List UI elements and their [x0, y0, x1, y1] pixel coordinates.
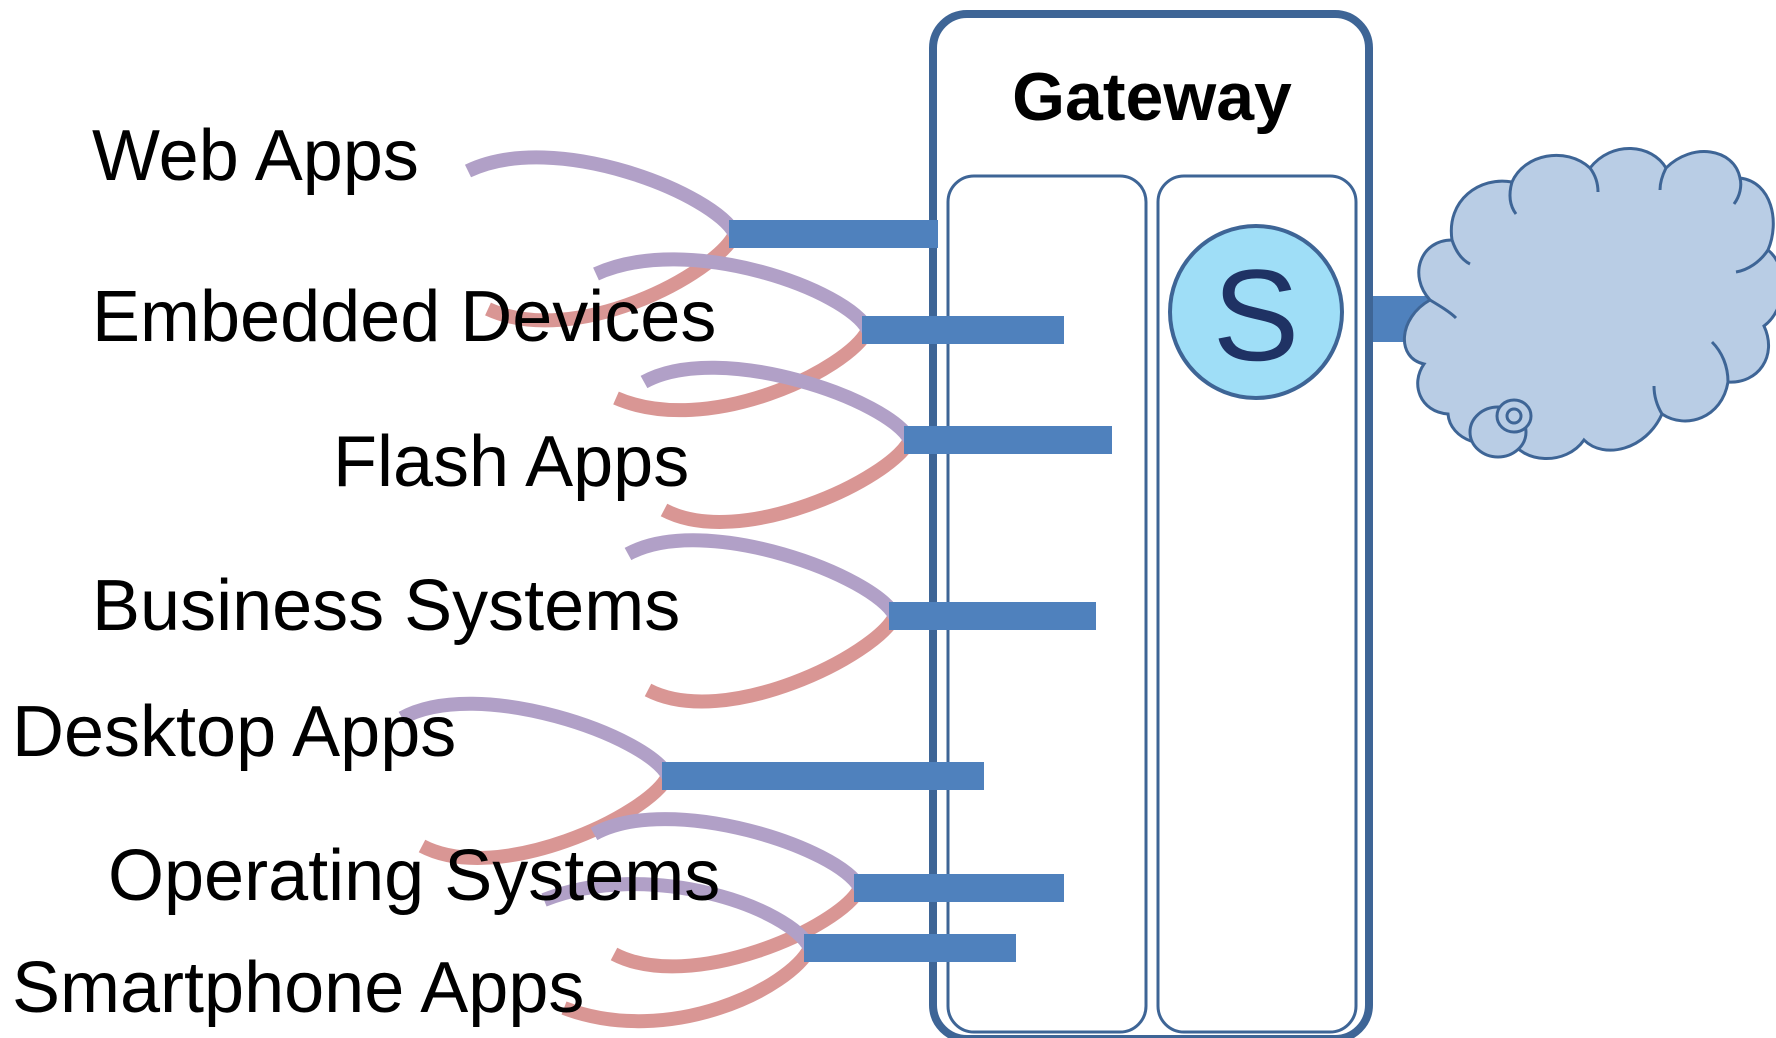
connection-arc-upper [464, 150, 742, 238]
connection-arc-lower [561, 944, 817, 1029]
cloud-icon [1372, 147, 1776, 460]
gateway-box: Gateway S [929, 10, 1373, 1038]
connection-business-systems [624, 533, 1096, 709]
connection-arc-lower [660, 436, 917, 529]
connection-web-apps [464, 150, 938, 328]
connection-bar [729, 220, 938, 248]
client-label-web-apps: Web Apps [92, 116, 419, 196]
connection-arc-lower [610, 884, 867, 974]
client-connections [398, 150, 1112, 1029]
connection-bar [804, 934, 1016, 962]
connection-smartphone-apps [541, 877, 1016, 1029]
client-label-operating-systems: Operating Systems [108, 836, 720, 916]
client-label-embedded-devices: Embedded Devices [92, 277, 716, 357]
gateway-title: Gateway [1012, 59, 1292, 135]
connection-bar [889, 602, 1096, 630]
connection-arc-lower [485, 230, 742, 328]
connection-arc-upper [590, 812, 867, 892]
cloud-shape [1402, 147, 1776, 460]
connection-arc-lower [613, 326, 875, 418]
cloud-thought-bubbles [1468, 398, 1533, 459]
server-circle [1168, 224, 1344, 400]
connection-bar [904, 426, 1112, 454]
gateway-right-column [1156, 174, 1358, 1034]
connection-arc-upper [624, 533, 902, 620]
client-label-flash-apps: Flash Apps [333, 422, 689, 502]
connection-desktop-apps [398, 696, 984, 865]
server-icon: S [1168, 224, 1344, 400]
connection-arc-upper [593, 252, 875, 334]
client-label-business-systems: Business Systems [92, 566, 680, 646]
connection-bar [854, 874, 1064, 902]
connection-flash-apps [640, 360, 1112, 529]
server-label: S [1213, 242, 1300, 388]
client-label-desktop-apps: Desktop Apps [12, 692, 456, 772]
connection-arc-upper [640, 360, 917, 444]
connection-arc-upper [398, 696, 675, 780]
connection-operating-systems [590, 812, 1064, 974]
connection-bar [662, 762, 984, 790]
connection-bar [862, 316, 1064, 344]
connection-arc-lower [418, 772, 675, 865]
connection-arc-lower [644, 612, 902, 709]
client-label-smartphone-apps: Smartphone Apps [12, 948, 584, 1028]
connection-arc-upper [541, 877, 817, 952]
client-labels: Web Apps Embedded Devices Flash Apps Bus… [12, 116, 720, 1028]
connection-embedded-devices [593, 252, 1064, 418]
